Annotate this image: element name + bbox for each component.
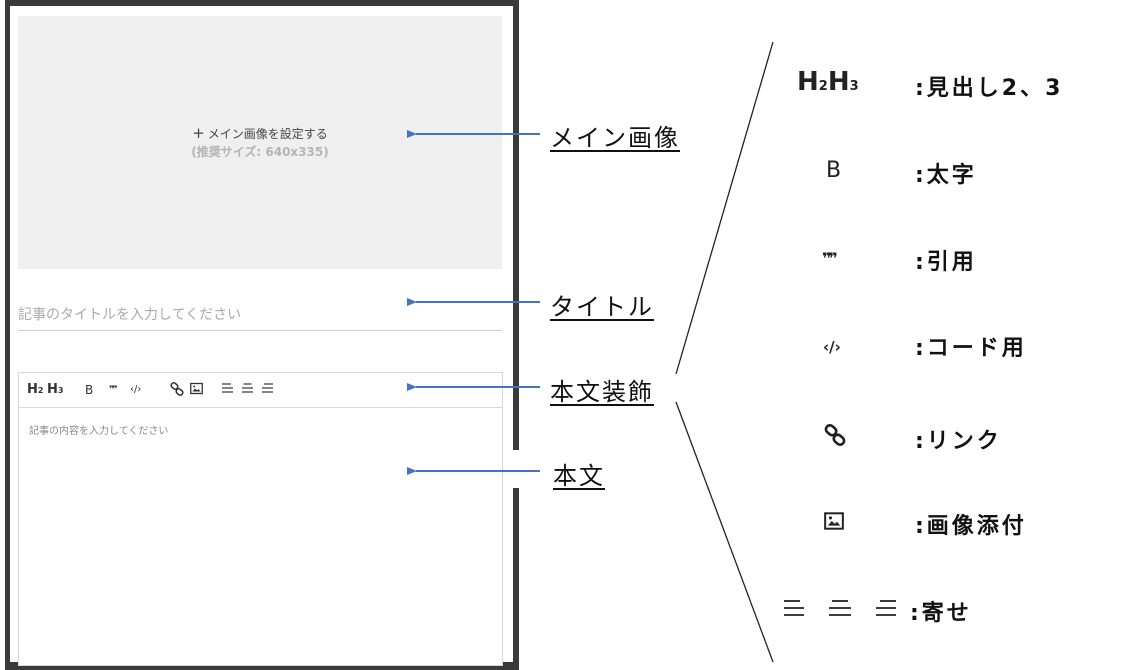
editor-frame: +メイン画像を設定する (推奨サイズ: 640x335) H2 H3 B ❞❞ … xyxy=(0,0,519,670)
bracket-line-top xyxy=(675,41,774,375)
main-image-label: +メイン画像を設定する xyxy=(18,124,502,142)
align-left-icon xyxy=(222,383,233,393)
image-button[interactable] xyxy=(190,382,203,398)
link-icon xyxy=(824,424,846,446)
h2-letter: H xyxy=(797,67,819,97)
legend-code-text: :コード用 xyxy=(915,336,1027,361)
main-image-upload-area[interactable]: +メイン画像を設定する (推奨サイズ: 640x335) xyxy=(18,16,502,269)
code-icon: ‹/› xyxy=(823,338,841,356)
link-icon xyxy=(170,382,184,396)
align-center-icon xyxy=(242,383,253,393)
plus-icon: + xyxy=(192,124,205,142)
image-icon xyxy=(824,512,844,530)
legend-link-text: :リンク xyxy=(915,429,1002,454)
heading-icon: H2H3 xyxy=(797,67,859,97)
callout-body: 本文 xyxy=(553,462,605,490)
main-image-label-text: メイン画像を設定する xyxy=(207,127,328,141)
bold-letter: B xyxy=(826,158,842,183)
link-button[interactable] xyxy=(170,382,184,398)
h3-letter: H xyxy=(827,67,850,97)
code-glyph: ‹/› xyxy=(823,338,841,356)
legend-heading-text: :見出し2、3 xyxy=(915,76,1064,101)
h2-subscript: 2 xyxy=(818,79,828,94)
legend-image-text: :画像添付 xyxy=(915,514,1027,539)
bold-button[interactable]: B xyxy=(85,382,93,398)
code-icon: ‹/› xyxy=(130,384,142,395)
frame-border xyxy=(513,488,519,670)
legend-quote-text: :引用 xyxy=(915,250,977,275)
legend-bold-text: :太字 xyxy=(915,163,977,188)
frame-border xyxy=(5,662,519,670)
h2-button[interactable]: H2 xyxy=(27,382,43,398)
bold-icon: B xyxy=(826,158,841,183)
legend-align-text: :寄せ xyxy=(910,601,972,626)
body-editor: H2 H3 B ❞❞ ‹/› xyxy=(18,372,503,666)
frame-border xyxy=(5,0,10,670)
h2-letter: H xyxy=(27,382,38,397)
frame-border xyxy=(5,0,519,6)
quote-button[interactable]: ❞❞ xyxy=(109,382,117,398)
bold-letter: B xyxy=(85,383,94,397)
quote-icon: ❞❞ xyxy=(109,385,117,395)
callout-toolbar: 本文装飾 xyxy=(550,378,654,406)
h3-button[interactable]: H3 xyxy=(47,382,63,398)
code-button[interactable]: ‹/› xyxy=(130,382,141,398)
quote-icon: ❞❞ xyxy=(822,249,838,268)
callout-main-image: メイン画像 xyxy=(550,124,680,152)
callout-title: タイトル xyxy=(550,293,654,321)
h3-letter: H xyxy=(47,382,58,397)
title-input[interactable] xyxy=(18,300,502,331)
align-right-icon xyxy=(262,383,273,393)
bracket-line-bottom xyxy=(675,401,774,663)
align-right-button[interactable] xyxy=(261,382,274,398)
frame-border xyxy=(513,0,519,450)
h3-subscript: 3 xyxy=(57,386,64,395)
align-center-button[interactable] xyxy=(241,382,254,398)
h3-subscript: 3 xyxy=(849,79,859,94)
align-left-button[interactable] xyxy=(221,382,234,398)
h2-subscript: 2 xyxy=(37,386,44,395)
image-icon xyxy=(190,382,203,395)
main-image-size-hint: (推奨サイズ: 640x335) xyxy=(191,145,329,159)
quote-glyph: ❞❞ xyxy=(822,249,838,268)
formatting-toolbar: H2 H3 B ❞❞ ‹/› xyxy=(19,373,502,408)
align-icon xyxy=(784,600,896,616)
body-textarea[interactable] xyxy=(19,408,502,665)
